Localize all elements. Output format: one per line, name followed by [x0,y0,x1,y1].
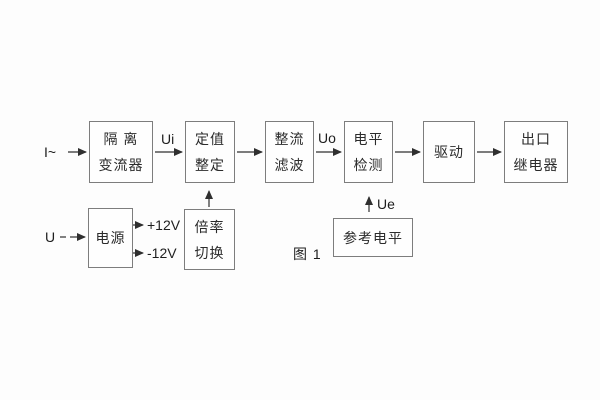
block-label: 隔 离 [103,131,139,147]
block-rectify-filter: 整流 滤波 [265,121,314,183]
label-ue: Ue [377,196,395,212]
block-label: 倍率 [194,218,225,235]
label-plus-12v: +12V [147,217,181,233]
block-setting-adjust: 定值 整定 [185,121,235,183]
block-power-supply: 电源 [88,208,133,268]
block-label: 整流 [274,131,305,147]
block-label: 电平 [353,131,384,147]
block-drive: 驱动 [423,121,475,183]
label-ui: Ui [161,131,175,147]
block-output-relay: 出口 继电器 [504,121,568,183]
block-label: 参考电平 [343,229,403,246]
block-label: 检测 [353,157,384,173]
label-input-voltage: U [45,229,56,245]
block-label: 出口 [521,131,551,147]
block-level-detect: 电平 检测 [344,121,393,183]
block-label: 继电器 [513,157,559,173]
label-input-current: I~ [44,144,57,160]
label-minus-12v: -12V [147,245,177,261]
block-label: 切换 [194,244,225,261]
block-label: 变流器 [98,157,144,173]
block-ratio-switch: 倍率 切换 [184,209,235,270]
block-label: 定值 [195,131,225,147]
label-uo: Uo [318,130,336,146]
block-label: 整定 [195,157,225,173]
block-label: 滤波 [274,157,305,173]
block-reference-level: 参考电平 [333,218,413,257]
block-label: 电源 [95,230,126,246]
block-isolation-transformer: 隔 离 变流器 [89,121,153,183]
block-label: 驱动 [434,144,464,160]
figure-caption: 图 1 [293,246,322,262]
